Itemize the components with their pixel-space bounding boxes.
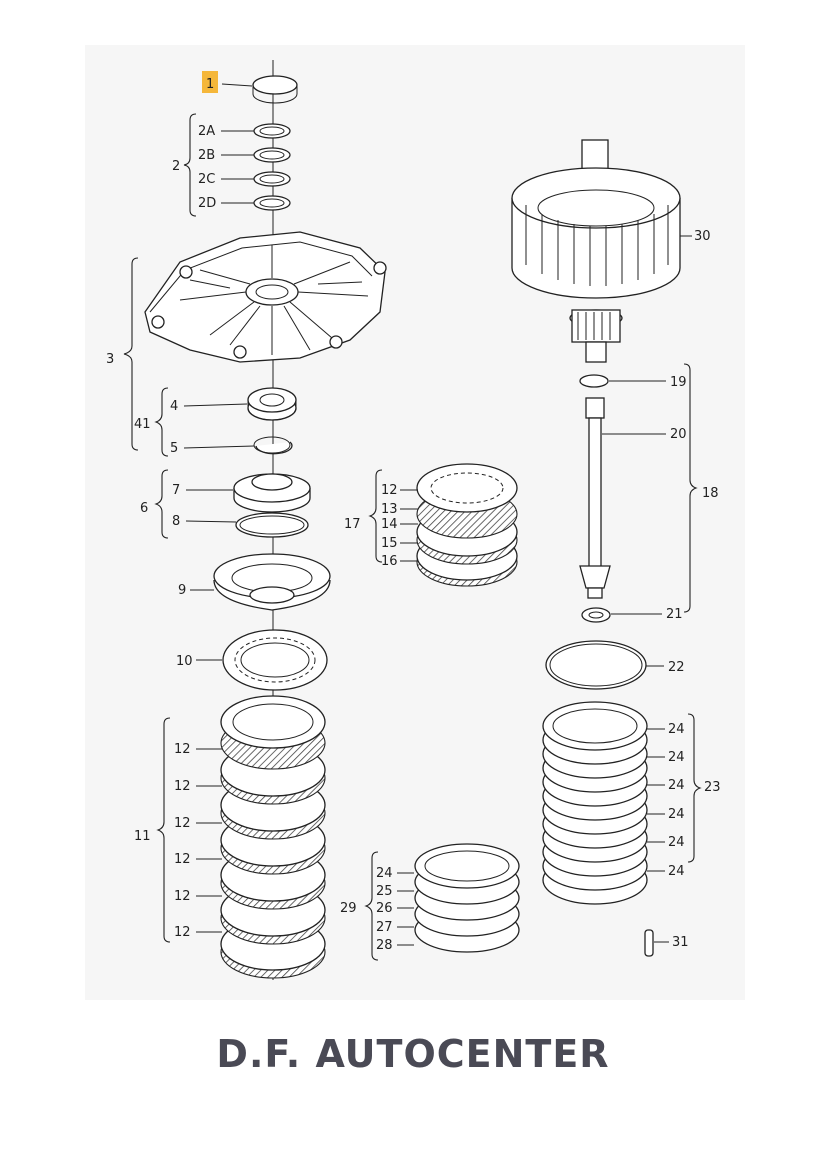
part-19-seal[interactable] bbox=[579, 374, 609, 388]
label-18[interactable]: 18 bbox=[702, 486, 719, 501]
label-16[interactable]: 16 bbox=[381, 554, 398, 569]
label-12-d[interactable]: 12 bbox=[174, 852, 191, 867]
label-25[interactable]: 25 bbox=[376, 884, 393, 899]
part-23-plate-pack[interactable] bbox=[542, 701, 648, 905]
label-12-c[interactable]: 12 bbox=[174, 816, 191, 831]
label-5[interactable]: 5 bbox=[170, 441, 178, 456]
label-24-f[interactable]: 24 bbox=[668, 864, 685, 879]
label-2D[interactable]: 2D bbox=[198, 196, 216, 211]
label-20[interactable]: 20 bbox=[670, 427, 687, 442]
label-22[interactable]: 22 bbox=[668, 660, 685, 675]
brand-footer: D.F. AUTOCENTER bbox=[216, 1032, 610, 1076]
part-17-clutch-set[interactable] bbox=[416, 463, 518, 587]
label-13[interactable]: 13 bbox=[381, 502, 398, 517]
part-1-highlight bbox=[202, 71, 218, 93]
label-9[interactable]: 9 bbox=[178, 583, 186, 598]
part-21-ring[interactable] bbox=[581, 607, 611, 623]
label-27[interactable]: 27 bbox=[376, 920, 393, 935]
label-12-b[interactable]: 12 bbox=[174, 779, 191, 794]
label-6[interactable]: 6 bbox=[140, 501, 148, 516]
part-30-drum[interactable] bbox=[511, 139, 681, 363]
label-1[interactable]: 1 bbox=[206, 77, 214, 92]
label-21[interactable]: 21 bbox=[666, 607, 683, 622]
label-2C[interactable]: 2C bbox=[198, 172, 215, 187]
label-2B[interactable]: 2B bbox=[198, 148, 215, 163]
part-20-shaft[interactable] bbox=[579, 397, 611, 599]
label-24-b[interactable]: 24 bbox=[668, 750, 685, 765]
label-12-e[interactable]: 12 bbox=[174, 889, 191, 904]
label-12-g[interactable]: 12 bbox=[381, 483, 398, 498]
label-24-d[interactable]: 24 bbox=[668, 807, 685, 822]
label-23[interactable]: 23 bbox=[704, 780, 721, 795]
label-7[interactable]: 7 bbox=[172, 483, 180, 498]
label-2[interactable]: 2 bbox=[172, 159, 180, 174]
label-2A[interactable]: 2A bbox=[198, 124, 215, 139]
label-19[interactable]: 19 bbox=[670, 375, 687, 390]
label-30[interactable]: 30 bbox=[694, 229, 711, 244]
label-28[interactable]: 28 bbox=[376, 938, 393, 953]
label-11[interactable]: 11 bbox=[134, 829, 151, 844]
part-1-ring[interactable] bbox=[252, 75, 298, 104]
part-31-pin[interactable] bbox=[644, 929, 654, 957]
part-3-housing[interactable] bbox=[144, 231, 387, 363]
label-15[interactable]: 15 bbox=[381, 536, 398, 551]
part-29-clutch-set[interactable] bbox=[414, 843, 520, 953]
part-8-seal[interactable] bbox=[235, 512, 309, 538]
part-10-disc[interactable] bbox=[222, 629, 328, 691]
part-11-clutch-pack[interactable] bbox=[220, 695, 326, 979]
label-29[interactable]: 29 bbox=[340, 901, 357, 916]
part-9-cup[interactable] bbox=[213, 553, 331, 611]
label-17[interactable]: 17 bbox=[344, 517, 361, 532]
label-12-a[interactable]: 12 bbox=[174, 742, 191, 757]
label-3[interactable]: 3 bbox=[106, 352, 114, 367]
part-5-circlip[interactable] bbox=[253, 436, 293, 455]
label-14[interactable]: 14 bbox=[381, 517, 398, 532]
label-41[interactable]: 41 bbox=[134, 417, 151, 432]
label-31[interactable]: 31 bbox=[672, 935, 689, 950]
label-24-c[interactable]: 24 bbox=[668, 778, 685, 793]
label-10[interactable]: 10 bbox=[176, 654, 193, 669]
label-12-f[interactable]: 12 bbox=[174, 925, 191, 940]
part-4-bearing[interactable] bbox=[247, 387, 297, 421]
label-26[interactable]: 26 bbox=[376, 901, 393, 916]
label-24-a[interactable]: 24 bbox=[668, 722, 685, 737]
part-7-piston[interactable] bbox=[233, 473, 311, 513]
label-24-g[interactable]: 24 bbox=[376, 866, 393, 881]
part-22-snap-ring[interactable] bbox=[545, 640, 647, 690]
label-24-e[interactable]: 24 bbox=[668, 835, 685, 850]
label-4[interactable]: 4 bbox=[170, 399, 178, 414]
label-8[interactable]: 8 bbox=[172, 514, 180, 529]
